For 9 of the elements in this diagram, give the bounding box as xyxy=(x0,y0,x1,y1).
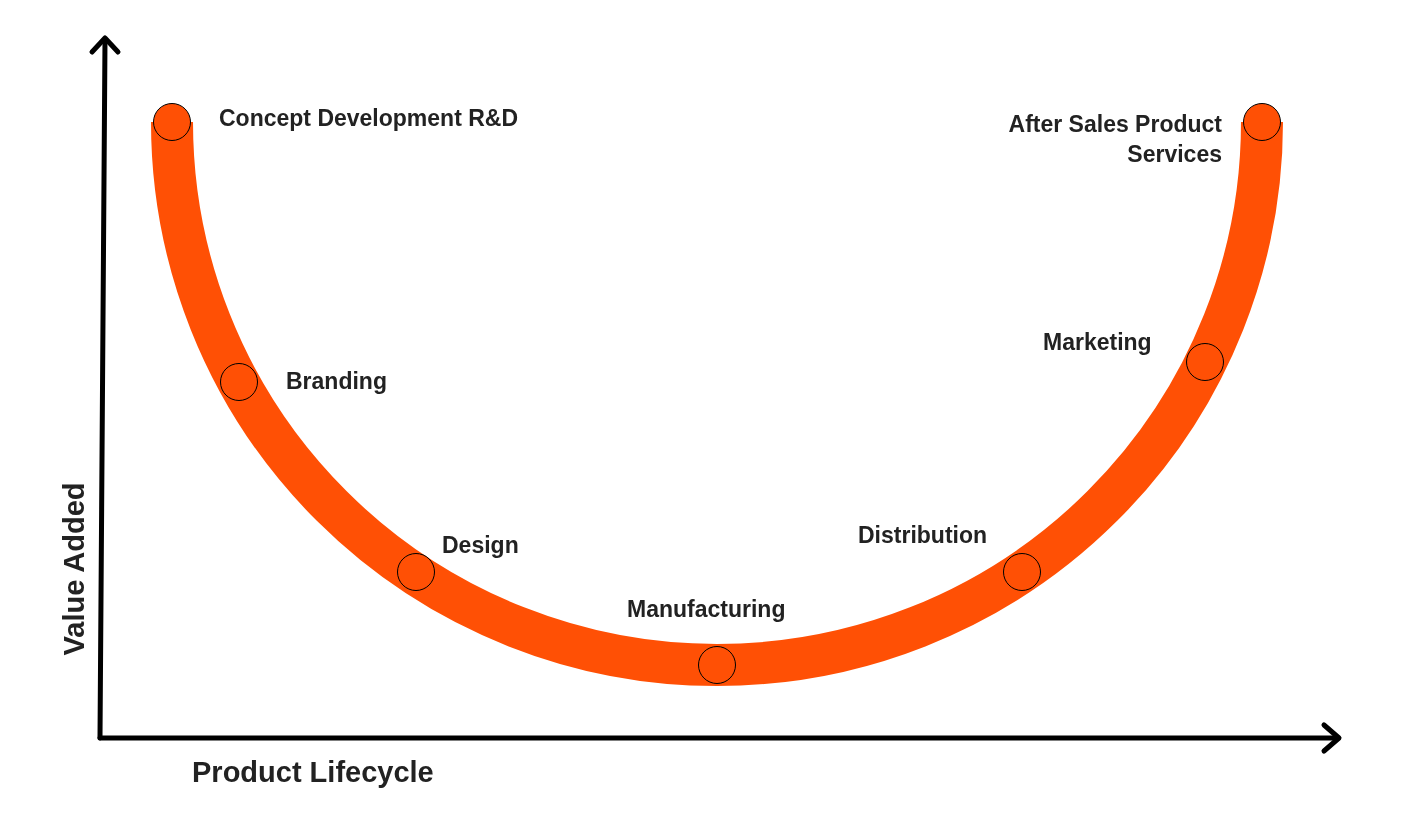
stage-label: Manufacturing xyxy=(627,595,787,624)
stage-label: Concept Development R&D xyxy=(219,104,519,133)
x-axis-title: Product Lifecycle xyxy=(192,755,434,790)
y-axis-title: Value Added xyxy=(57,481,91,658)
stage-label: Distribution xyxy=(858,521,989,550)
stage-label: Design xyxy=(442,531,520,560)
stage-label: Branding xyxy=(286,367,388,396)
stage-label: After Sales Product Services xyxy=(1007,110,1222,169)
stage-label: Marketing xyxy=(1043,328,1153,357)
